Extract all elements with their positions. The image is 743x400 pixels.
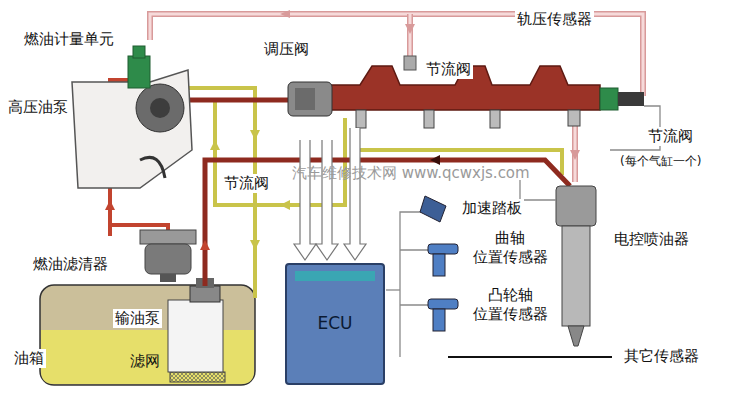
part-label: 滤网 — [128, 352, 162, 371]
part-label: 输油泵 — [113, 309, 162, 328]
part-label: 高压油泵 — [6, 98, 70, 117]
part-label: 节流阀 — [424, 60, 473, 79]
common-rail — [330, 56, 600, 128]
ecu-panel — [295, 271, 375, 281]
note-label: (每个气缸一个) — [618, 154, 703, 169]
rail-pressure-sensor — [600, 88, 644, 110]
part-label: 凸轮轴 位置传感器 — [462, 286, 558, 324]
part-label: 曲轴 位置传感器 — [462, 229, 558, 267]
part-label: 轨压传感器 — [515, 10, 594, 29]
signal-arrows — [294, 128, 366, 260]
part-label: 燃油滤清器 — [31, 255, 110, 274]
feed-pump — [168, 278, 223, 372]
sensor-icons — [420, 196, 458, 331]
return-lines — [150, 14, 643, 182]
node-label: ECU — [287, 265, 383, 333]
part-label: 调压阀 — [262, 40, 311, 59]
pressure-regulator — [288, 82, 332, 116]
part-label: 加速踏板 — [460, 199, 524, 218]
control-unit-box: ECU — [285, 263, 385, 385]
part-label: 电控喷油器 — [612, 230, 691, 249]
injector — [556, 186, 596, 346]
part-label: 节流阀 — [646, 127, 695, 146]
watermark: 汽车维修技术网 www.qcwxjs.com — [290, 164, 532, 183]
part-label: 油箱 — [12, 349, 46, 368]
fuel-filter — [140, 230, 196, 282]
leader-line — [448, 356, 612, 358]
high-pressure-pump — [72, 46, 192, 188]
part-label: 燃油计量单元 — [22, 30, 116, 49]
high-pressure-lines — [110, 80, 570, 286]
fuel-tank — [40, 285, 255, 385]
part-label: 节流阀 — [222, 174, 271, 193]
part-label: 其它传感器 — [622, 347, 701, 366]
